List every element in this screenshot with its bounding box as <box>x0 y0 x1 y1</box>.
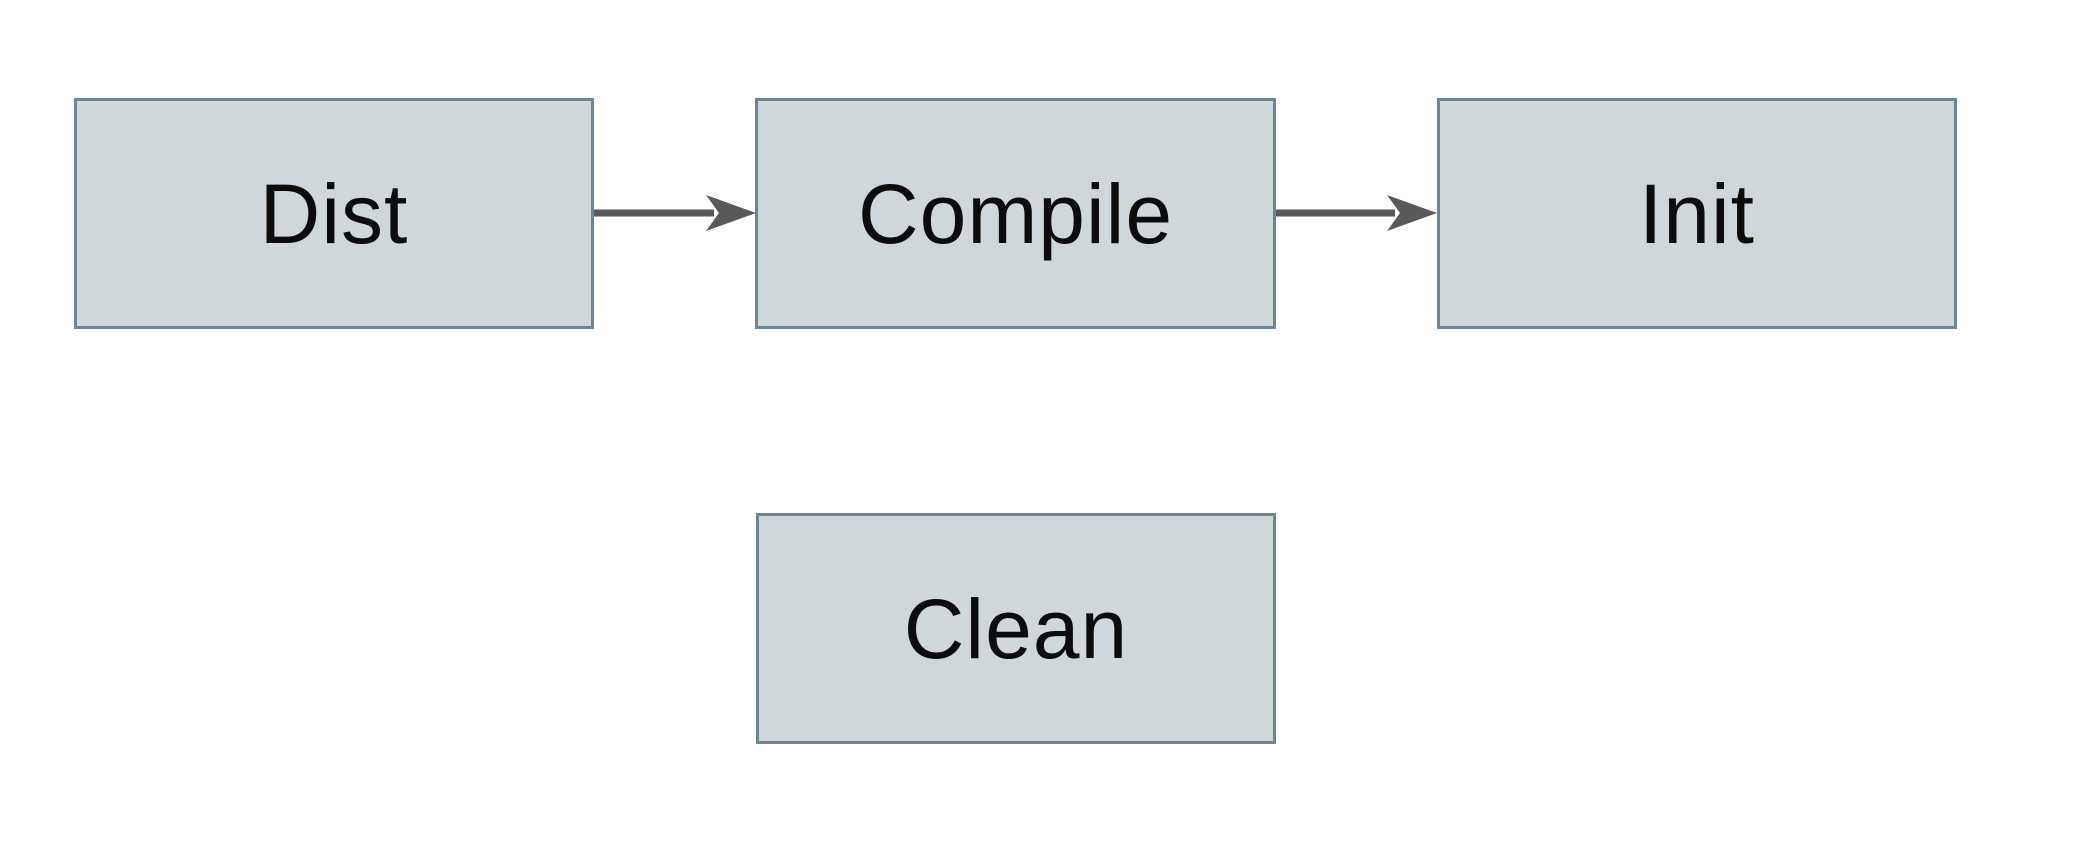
node-dist-label: Dist <box>259 166 409 261</box>
node-init: Init <box>1437 98 1957 329</box>
node-dist: Dist <box>74 98 594 329</box>
node-compile-label: Compile <box>857 166 1174 261</box>
node-compile: Compile <box>755 98 1276 329</box>
arrow-dist-to-compile-icon <box>594 195 756 231</box>
node-clean-label: Clean <box>903 581 1129 676</box>
node-clean: Clean <box>756 513 1276 744</box>
arrow-compile-to-init-icon <box>1276 195 1437 231</box>
node-init-label: Init <box>1638 166 1756 261</box>
